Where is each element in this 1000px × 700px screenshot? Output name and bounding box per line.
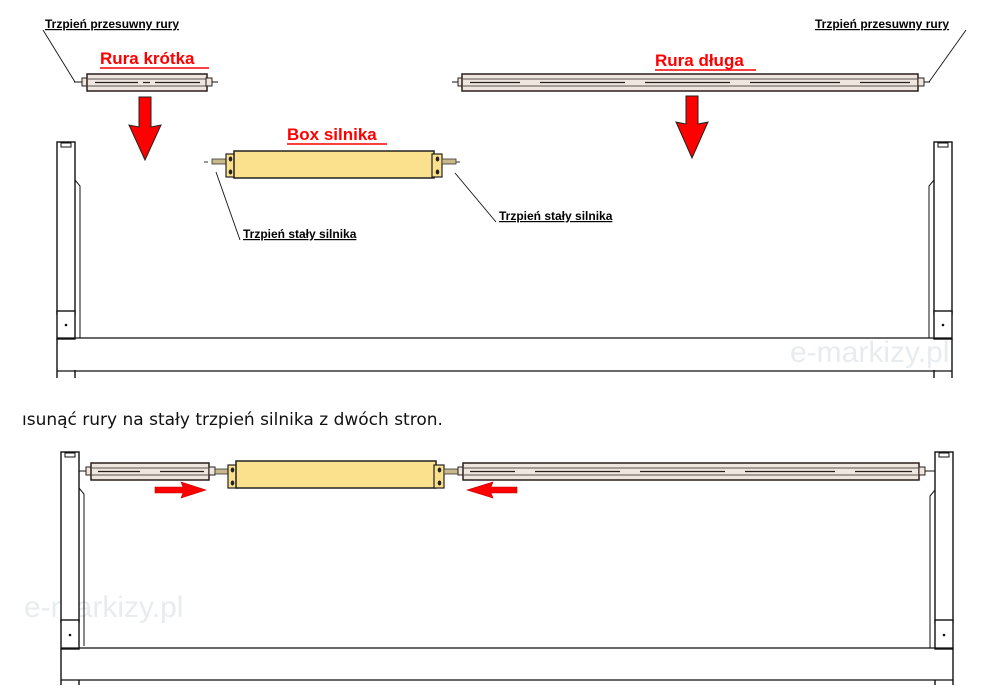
bottom-rail-lower xyxy=(61,647,953,681)
left-side-frame-bottom xyxy=(60,451,85,685)
long-tube-title: Rura długa xyxy=(655,51,744,70)
arrow-right-push-short-tube xyxy=(154,481,207,499)
arrow-down-short-tube xyxy=(128,96,162,162)
pin-motor-right-label: Trzpień stały silnika xyxy=(499,209,613,223)
motor-box xyxy=(204,150,460,179)
watermark-bottom: e-markizy.pl xyxy=(24,591,183,624)
pin-motor-left-label: Trzpień stały silnika xyxy=(243,227,357,241)
short-tube-assembled xyxy=(79,462,216,481)
short-tube xyxy=(74,73,218,92)
long-tube-assembled xyxy=(457,462,935,481)
left-side-frame xyxy=(56,141,81,378)
motor-box-title: Box silnika xyxy=(287,125,377,144)
instruction-caption: ısunąć rury na stały trzpień silnika z d… xyxy=(22,410,443,430)
right-side-frame xyxy=(928,141,953,378)
right-side-frame-bottom xyxy=(929,451,954,685)
long-tube xyxy=(452,73,930,92)
arrow-down-long-tube xyxy=(675,95,709,160)
watermark: e-markizy.pl xyxy=(790,336,949,369)
motor-box-assembled xyxy=(214,460,459,489)
pin-tube-left-label: Trzpień przesuwny rury xyxy=(45,17,179,31)
short-tube-title: Rura krótka xyxy=(100,49,195,68)
arrow-left-push-long-tube xyxy=(465,481,518,499)
pin-tube-right-label: Trzpień przesuwny rury xyxy=(815,17,949,31)
bottom-rail xyxy=(57,337,952,372)
